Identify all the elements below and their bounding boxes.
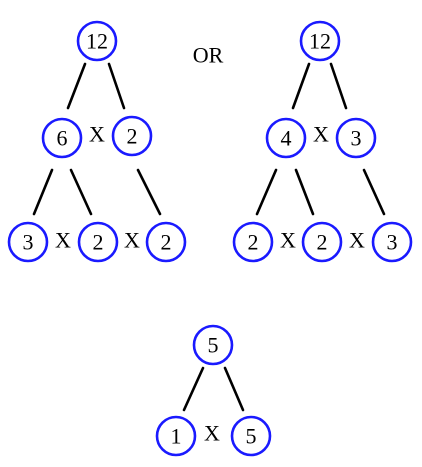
edge-12-to-2: [107, 62, 126, 110]
edge-5-to-5: [223, 366, 245, 412]
multiply-operator: X: [89, 122, 105, 147]
node-level1-right-value: 2: [127, 124, 138, 149]
edge-4-to-2: [255, 168, 278, 216]
multiply-operator: X: [124, 228, 140, 253]
multiply-operator: X: [280, 228, 296, 253]
node-root: 12: [299, 20, 341, 62]
node-level2-2: 2: [301, 221, 343, 263]
edge-12-to-6: [66, 62, 87, 110]
node-root-value: 12: [86, 29, 108, 54]
node-level2-1-value: 2: [248, 230, 259, 255]
node-level1-right-value: 3: [351, 126, 362, 151]
factor-tree-bottom: 5 1 X 5: [155, 324, 272, 457]
node-level1-left: 1: [155, 415, 197, 457]
factor-tree-left: 12 6 X 2 3 X 2 X 2: [7, 20, 187, 263]
node-level2-1-value: 3: [23, 230, 34, 255]
node-root: 5: [192, 324, 234, 366]
node-level1-left: 4: [265, 117, 307, 159]
edge-5-to-1: [182, 366, 205, 412]
node-level1-right: 3: [335, 117, 377, 159]
edge-6-to-2: [69, 168, 93, 216]
factor-tree-right: 12 4 X 3 2 X 2 X 3: [232, 20, 413, 263]
node-level2-2: 2: [77, 221, 119, 263]
node-level2-2-value: 2: [317, 230, 328, 255]
node-root-value: 12: [309, 29, 331, 54]
multiply-operator: X: [313, 122, 329, 147]
node-level1-left-value: 1: [171, 424, 182, 449]
or-label: OR: [193, 43, 224, 68]
edge-6-to-3: [32, 168, 54, 216]
edge-12-to-4: [291, 62, 311, 110]
node-level1-right: 5: [230, 415, 272, 457]
edge-4-to-2: [294, 168, 315, 216]
node-level1-left-value: 4: [281, 126, 292, 151]
node-root-value: 5: [208, 333, 219, 358]
edge-12-to-3: [329, 62, 348, 110]
node-level1-right: 2: [111, 115, 153, 157]
node-level2-3-value: 2: [161, 230, 172, 255]
edge-2-to-2: [136, 168, 162, 216]
node-level1-left-value: 6: [57, 126, 68, 151]
node-level2-3-value: 3: [387, 230, 398, 255]
node-level1-right-value: 5: [246, 424, 257, 449]
multiply-operator: X: [204, 421, 220, 446]
node-level2-2-value: 2: [93, 230, 104, 255]
multiply-operator: X: [55, 228, 71, 253]
node-level2-1: 3: [7, 221, 49, 263]
node-level1-left: 6: [41, 117, 83, 159]
node-root: 12: [76, 20, 118, 62]
node-level2-3: 2: [145, 221, 187, 263]
edge-3-to-3: [362, 168, 386, 216]
node-level2-3: 3: [371, 221, 413, 263]
node-level2-1: 2: [232, 221, 274, 263]
multiply-operator: X: [349, 228, 365, 253]
